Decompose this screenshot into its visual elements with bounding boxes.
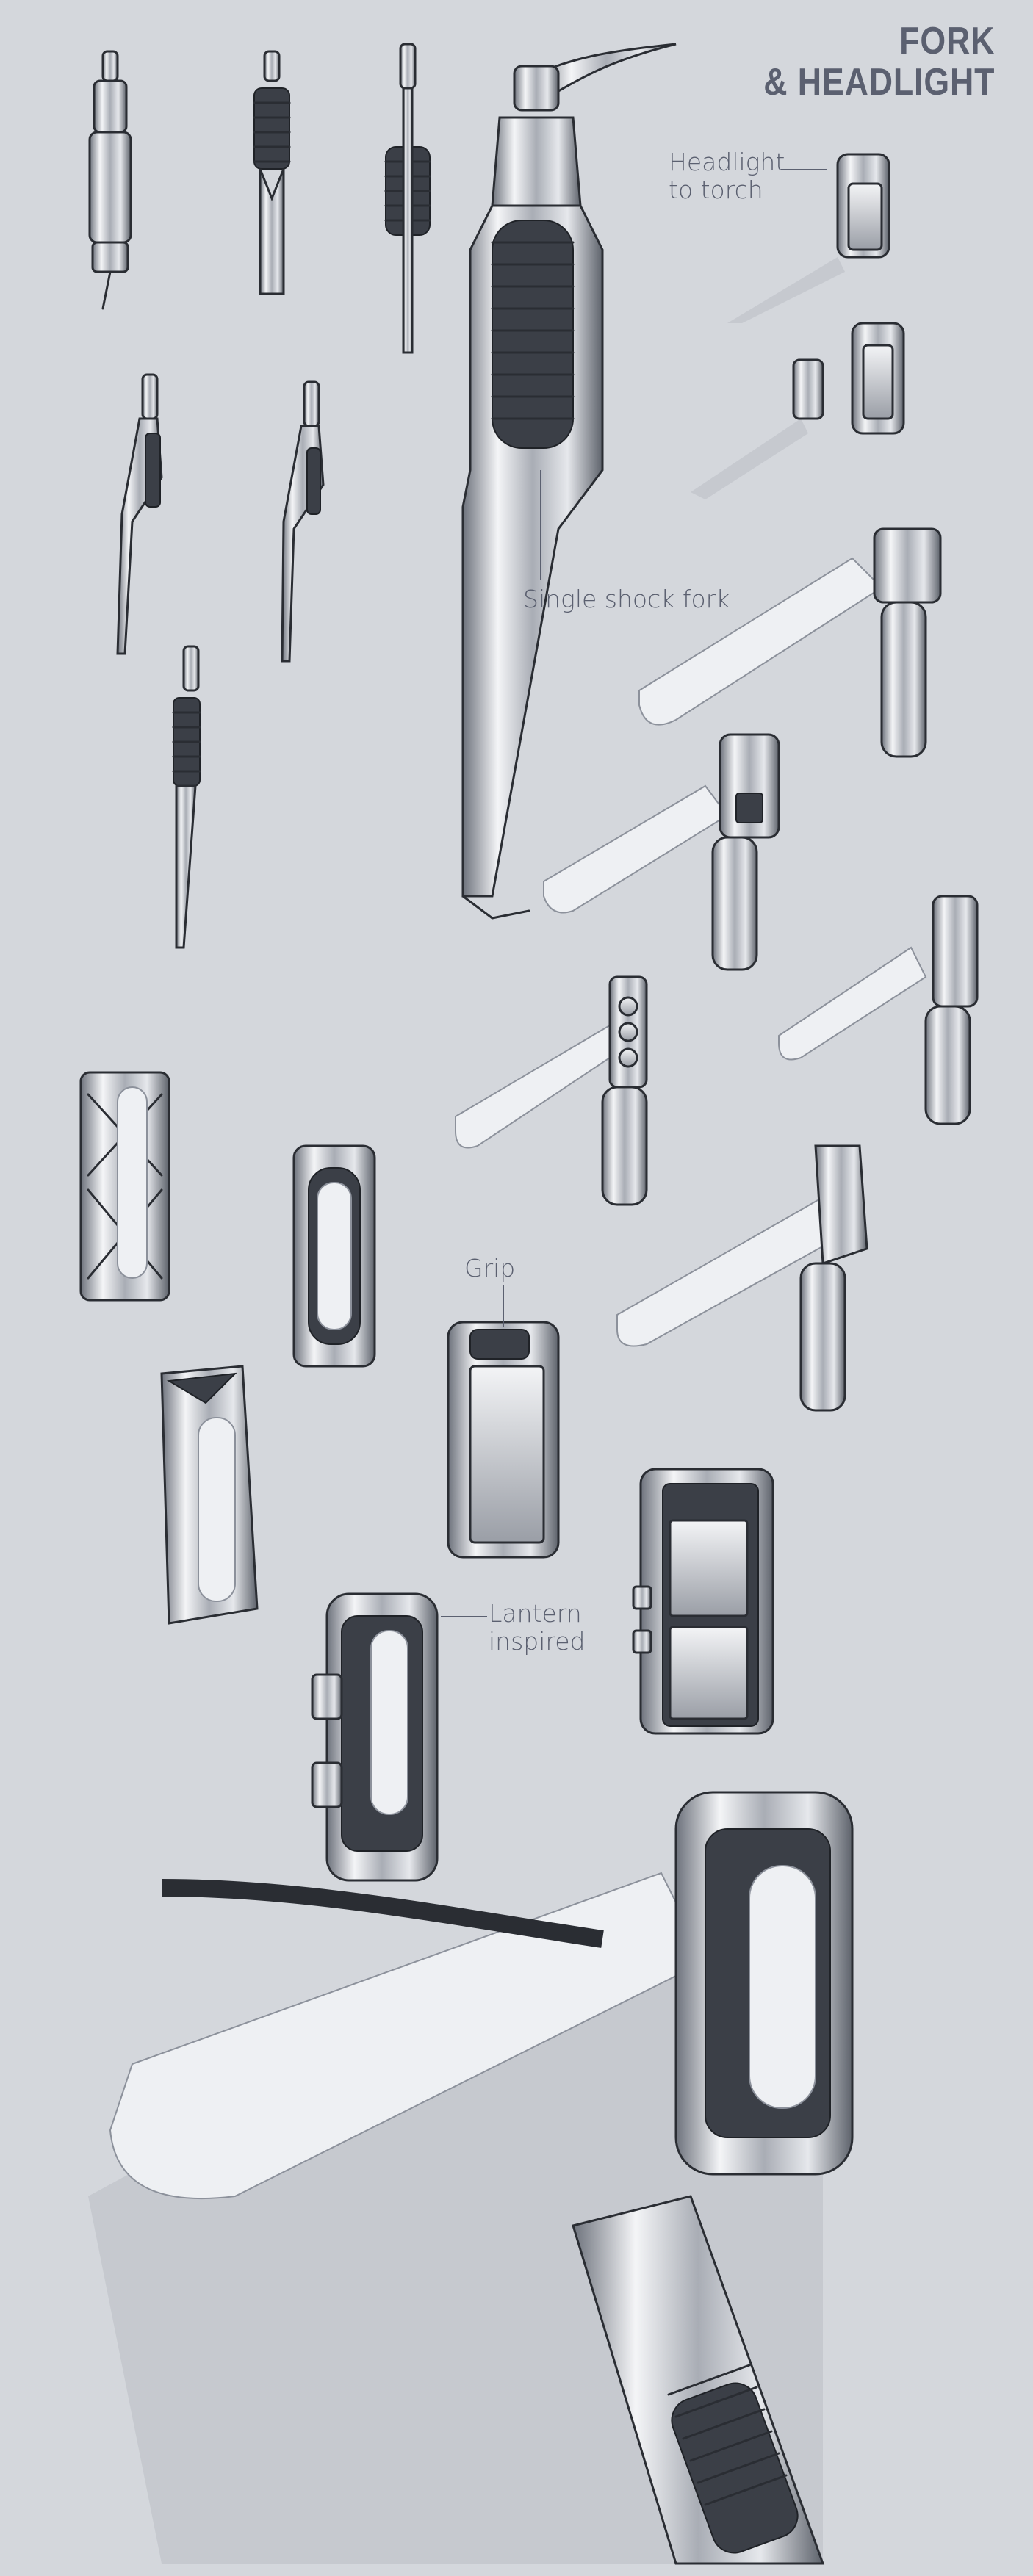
lantern-inspired-leader [441, 1616, 487, 1617]
lantern-inspired-label: Lantern inspired [489, 1599, 586, 1656]
title-line-1: FORK [899, 20, 995, 62]
lamp-lantern [311, 1592, 439, 1882]
fork-variant-6 [172, 645, 201, 949]
handlebar-headlight-1 [638, 527, 942, 758]
single-shock-fork [461, 43, 677, 920]
fork-variant-5 [281, 380, 325, 663]
grip-label: Grip [464, 1254, 516, 1282]
handlebar-headlight-4 [455, 975, 648, 1206]
headlight-to-torch-label: Headlight to torch [669, 148, 785, 204]
handlebar-headlight-2 [543, 733, 780, 971]
fork-variant-3 [384, 43, 431, 354]
title-line-2: & HEADLIGHT [763, 61, 995, 104]
page-title: FORK & HEADLIGHT [763, 21, 995, 103]
lamp-oval [292, 1144, 376, 1368]
lamp-grip [447, 1321, 560, 1559]
lamp-truss [79, 1071, 170, 1302]
headlight-torch-2 [691, 322, 905, 499]
headlight-to-torch-leader [781, 169, 827, 170]
handlebar-headlight-3 [778, 895, 979, 1125]
single-shock-fork-label: Single shock fork [523, 585, 730, 613]
handlebar-headlight-5 [616, 1144, 868, 1412]
lamp-dual-lens [632, 1468, 774, 1735]
single-shock-fork-leader [540, 470, 541, 580]
headlight-torch-1 [727, 153, 890, 323]
fork-variant-1 [88, 50, 132, 310]
lamp-triangle [160, 1365, 259, 1625]
grip-leader [503, 1285, 504, 1327]
fork-variant-4 [116, 373, 163, 655]
final-headlight-assembly [88, 1791, 854, 2565]
fork-variant-2 [253, 50, 291, 295]
